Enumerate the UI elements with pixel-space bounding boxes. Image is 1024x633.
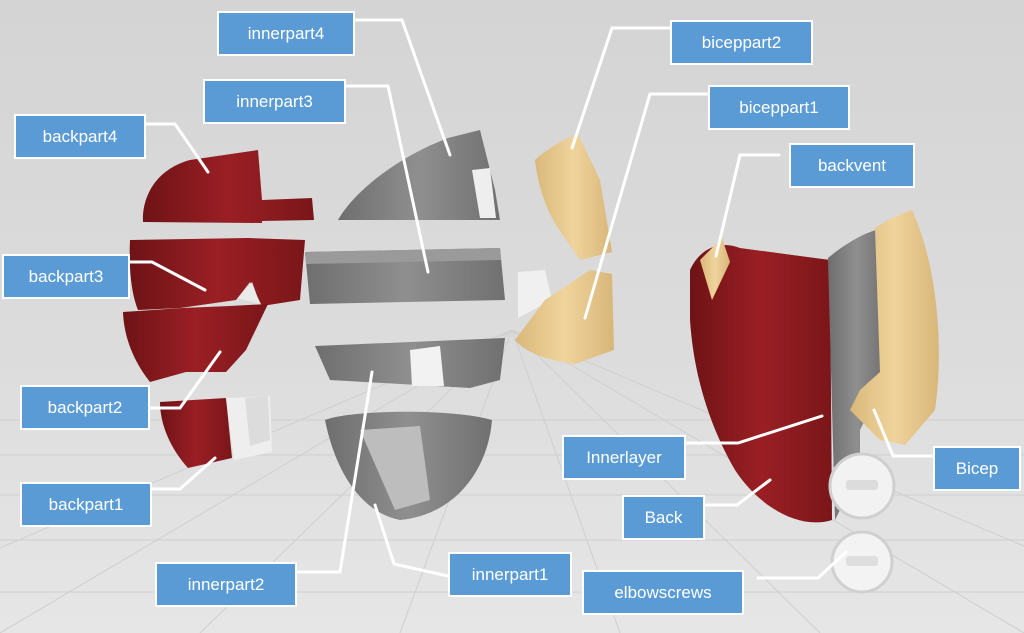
label-biceppart1: biceppart1: [708, 85, 850, 130]
biceppart1-piece: [515, 270, 614, 364]
backpart3-piece: [129, 238, 305, 310]
innerpart3-piece: [305, 248, 505, 304]
leader-innerpart4: [353, 18, 452, 157]
label-biceppart2: biceppart2: [670, 20, 813, 65]
assembled-arm: [690, 210, 939, 523]
leader-backpart1: [150, 456, 217, 491]
backpart4-piece: [142, 150, 314, 223]
label-innerpart4: innerpart4: [217, 11, 355, 56]
biceppart2-piece: [535, 134, 612, 260]
leader-innerpart1: [373, 503, 450, 578]
leader-backpart3: [128, 260, 207, 292]
label-bicep: Bicep: [933, 446, 1021, 491]
leader-innerpart2: [295, 370, 374, 574]
leader-bicep: [872, 408, 935, 458]
backpart2-piece: [123, 304, 268, 382]
label-backpart2: backpart2: [20, 385, 150, 430]
leader-lines: [128, 18, 935, 580]
label-back: Back: [622, 495, 705, 540]
label-innerpart1: innerpart1: [448, 552, 572, 597]
innerpart1-piece: [325, 411, 492, 520]
backpart1-piece: [160, 396, 272, 468]
label-innerlayer: Innerlayer: [562, 435, 686, 480]
innerpart2-piece: [315, 338, 505, 388]
leader-backvent: [714, 153, 781, 258]
elbowscrews-piece: [830, 530, 894, 594]
leader-innerlayer: [684, 414, 824, 445]
leader-innerpart3: [344, 84, 430, 274]
label-backpart1: backpart1: [20, 482, 152, 527]
label-backpart4: backpart4: [14, 114, 146, 159]
leader-elbowscrews: [756, 550, 848, 580]
leader-back: [703, 478, 772, 507]
label-backpart3: backpart3: [2, 254, 130, 299]
leader-backpart4: [144, 122, 210, 174]
innerpart4-piece: [338, 130, 500, 220]
leader-biceppart2: [570, 26, 672, 150]
label-elbowscrews: elbowscrews: [582, 570, 744, 615]
label-innerpart2: innerpart2: [155, 562, 297, 607]
leader-biceppart1: [583, 92, 710, 320]
leader-backpart2: [148, 350, 222, 410]
label-innerpart3: innerpart3: [203, 79, 346, 124]
label-backvent: backvent: [789, 143, 915, 188]
